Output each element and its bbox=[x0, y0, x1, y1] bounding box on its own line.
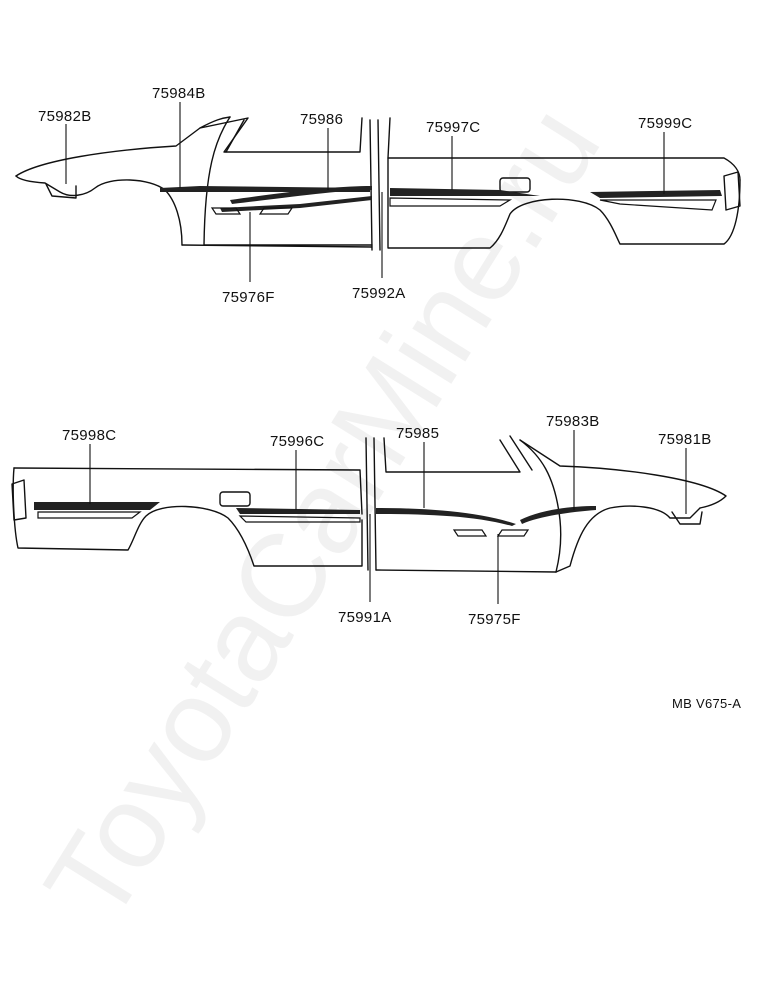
callout-75998C: 75998C bbox=[62, 427, 116, 444]
callout-75997C: 75997C bbox=[426, 119, 480, 136]
callout-75985: 75985 bbox=[396, 425, 439, 442]
bottom-truck-drawing bbox=[11, 435, 727, 573]
callout-75984B: 75984B bbox=[152, 85, 206, 102]
callout-75983B: 75983B bbox=[546, 413, 600, 430]
callout-75999C: 75999C bbox=[638, 115, 692, 132]
callout-75996C: 75996C bbox=[270, 433, 324, 450]
callout-75982B: 75982B bbox=[38, 108, 92, 125]
bottom-leaders bbox=[89, 430, 687, 604]
diagram-code: MB V675-A bbox=[672, 696, 741, 711]
callout-75986: 75986 bbox=[300, 111, 343, 128]
callout-75992A: 75992A bbox=[352, 285, 406, 302]
callout-75991A: 75991A bbox=[338, 609, 392, 626]
callout-75976F: 75976F bbox=[222, 289, 275, 306]
callout-75975F: 75975F bbox=[468, 611, 521, 628]
top-leaders bbox=[65, 102, 665, 282]
top-truck-drawing bbox=[15, 116, 741, 251]
callout-75981B: 75981B bbox=[658, 431, 712, 448]
